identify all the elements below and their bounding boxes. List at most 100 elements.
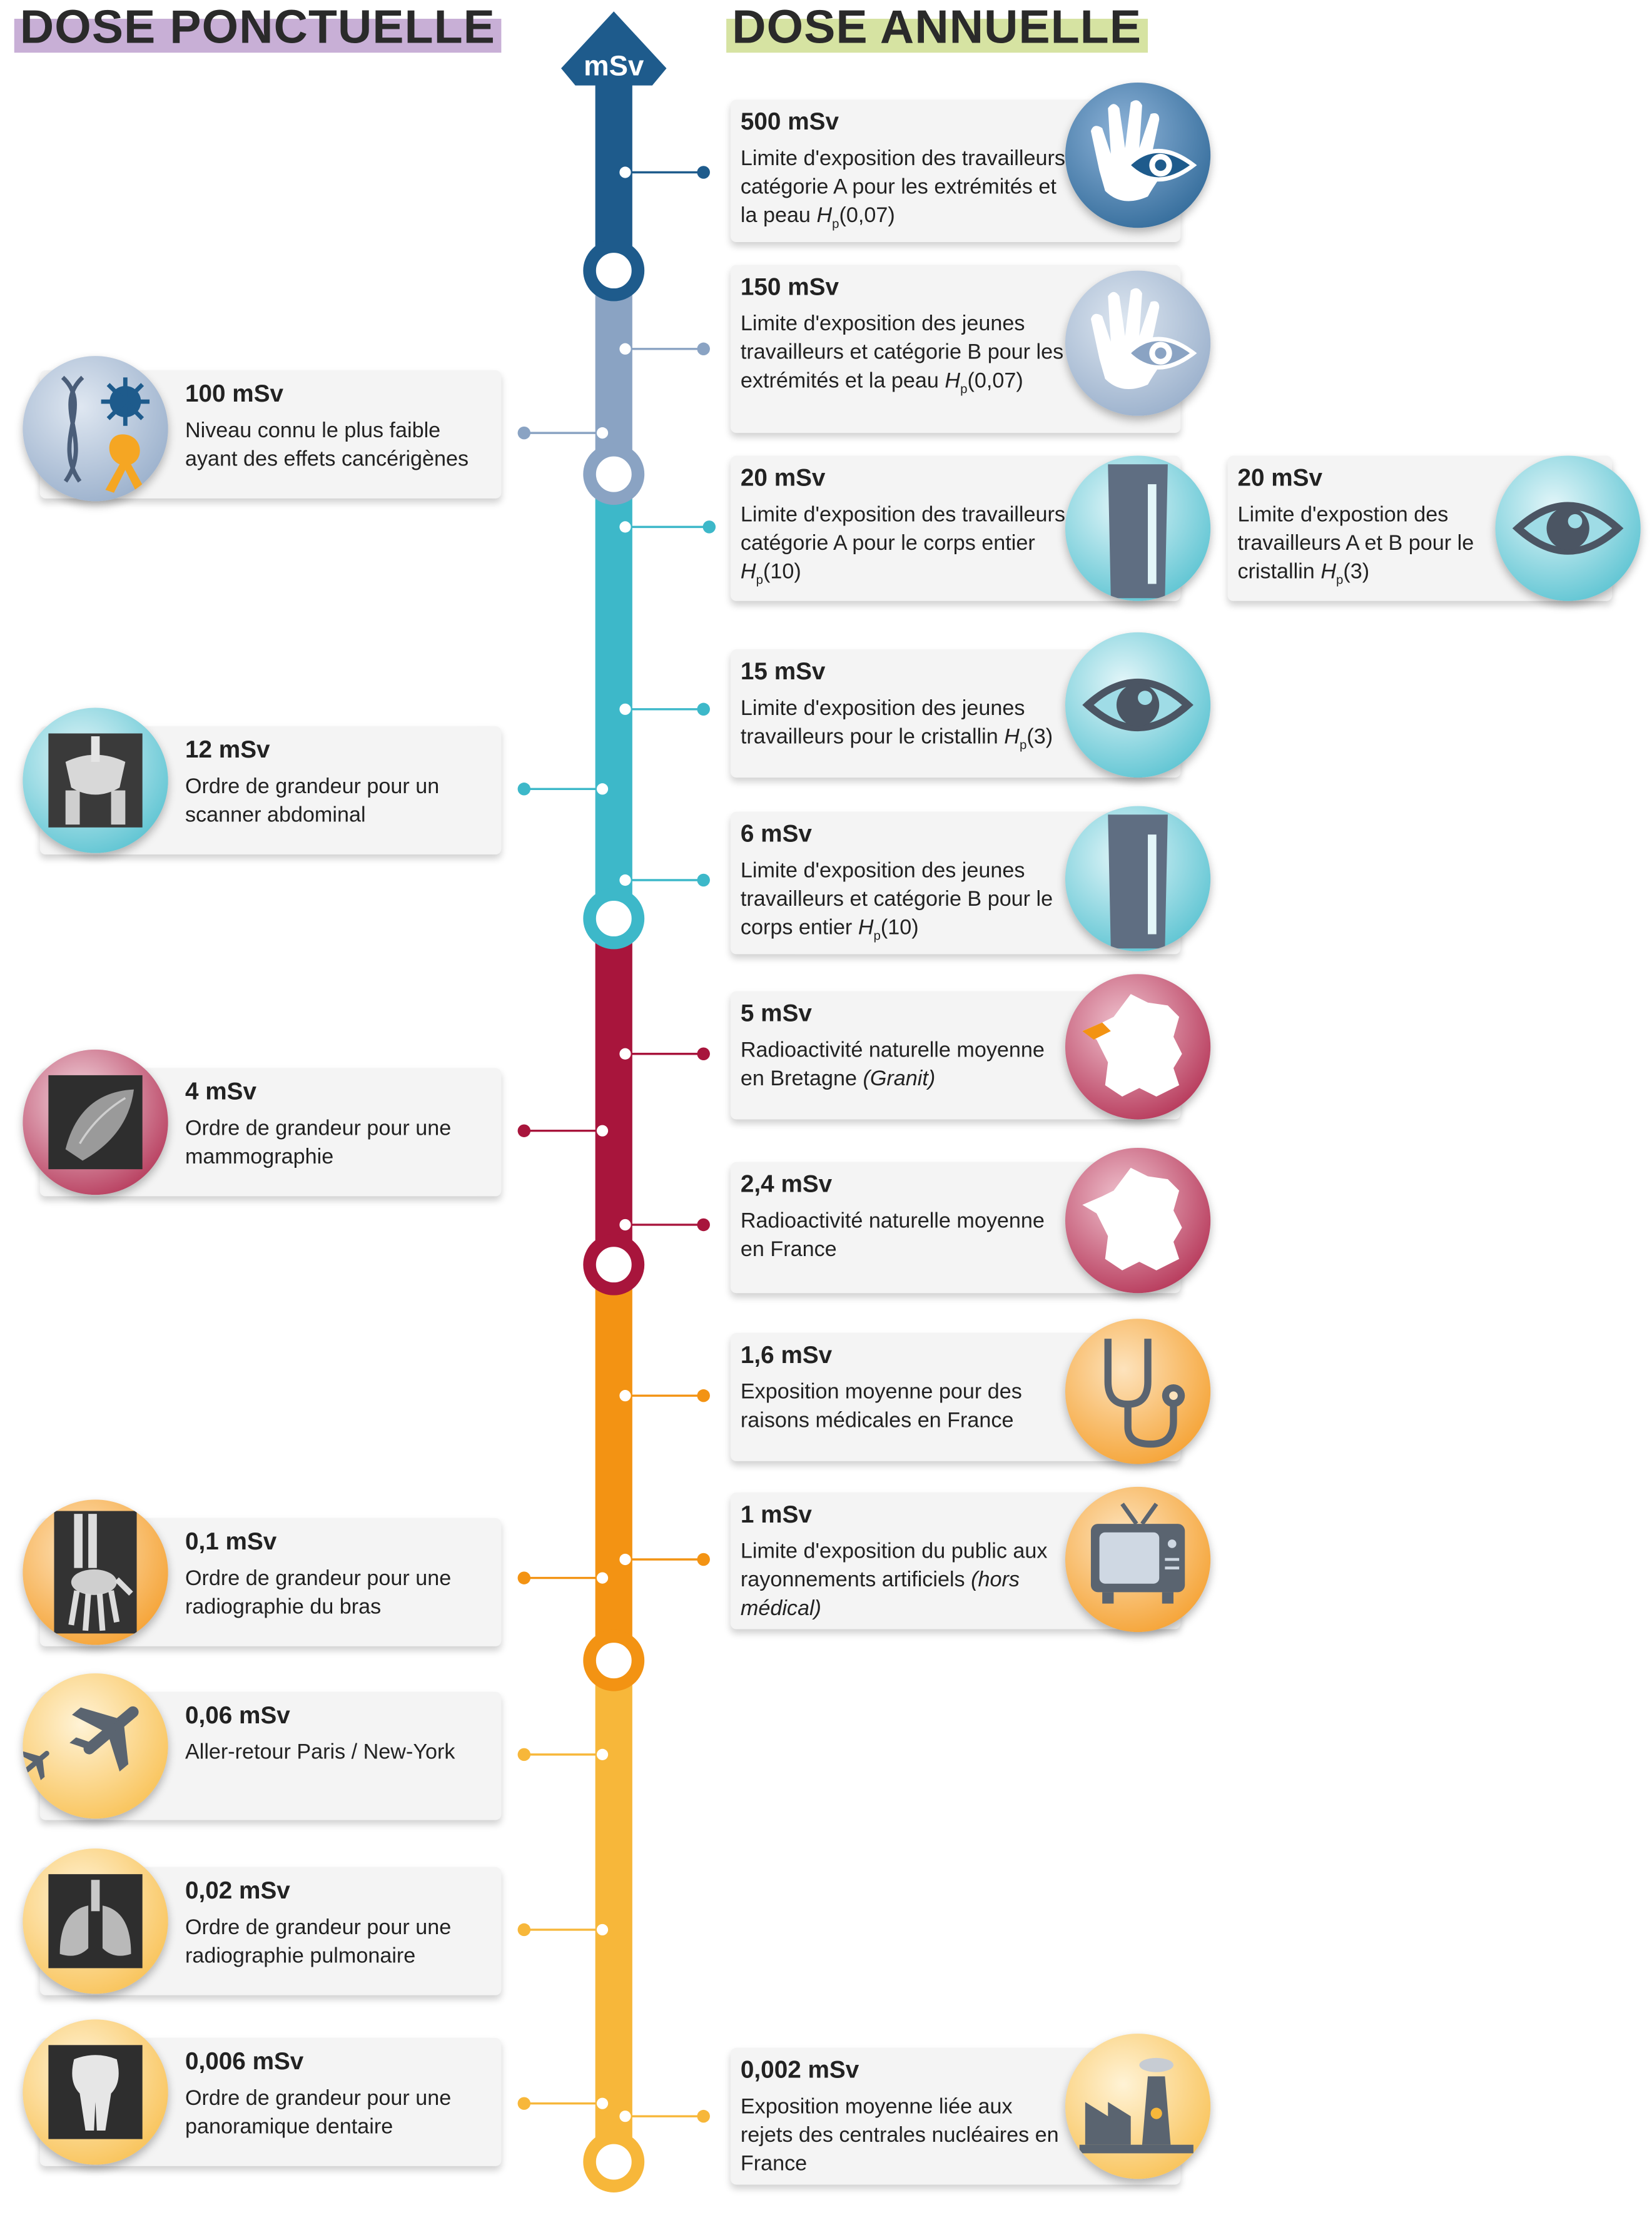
hp-depth: (3): [1343, 559, 1370, 584]
card-desc: Exposition moyenne liée aux rejets des c…: [740, 2095, 1059, 2176]
spine-segment: [595, 1264, 632, 1661]
card-connector: [619, 520, 716, 534]
scale-arrow-head: [561, 11, 667, 86]
card-connector: [619, 1218, 710, 1232]
spine-segment: [595, 474, 632, 919]
card-desc: Ordre de grandeur pour une radiographie …: [185, 1566, 452, 1619]
hp-symbol: H: [1004, 724, 1020, 749]
card-desc: Exposition moyenne pour des raisons médi…: [740, 1380, 1022, 1433]
card-desc: Radioactivité naturelle moyenne en Breta…: [740, 1038, 1045, 1091]
spine-segment: [595, 1660, 632, 2165]
hp-subscript: p: [756, 572, 763, 587]
card-value: 1,6 mSv: [740, 1341, 833, 1369]
card-value: 12 mSv: [185, 736, 270, 764]
hp-subscript: p: [832, 216, 839, 231]
card-connector: [517, 426, 609, 440]
hp-symbol: H: [740, 559, 756, 584]
stethoscope-icon: [1065, 1319, 1211, 1464]
card-value: 150 mSv: [740, 273, 839, 301]
hp-subscript: p: [960, 382, 968, 396]
card-desc: Aller-retour Paris / New-York: [185, 1740, 455, 1765]
arm-xray-icon: [23, 1499, 168, 1645]
card-value: 6 mSv: [740, 820, 812, 848]
card-desc: Limite d'exposition des travailleurs cat…: [740, 502, 1065, 555]
card-desc: Limite d'expostion des travailleurs A et…: [1237, 502, 1474, 584]
card-connector: [619, 702, 710, 716]
card-value: 0,02 mSv: [185, 1877, 290, 1904]
body-icon: [1065, 806, 1211, 951]
spine-ring: [583, 240, 645, 302]
card-desc: Ordre de grandeur pour un scanner abdomi…: [185, 774, 440, 828]
spine-ring: [583, 443, 645, 505]
hand-eye-icon: [1065, 270, 1211, 416]
header-dose-annuelle: DOSE ANNUELLE: [726, 3, 1148, 53]
card-desc: Radioactivité naturelle moyenne en Franc…: [740, 1209, 1045, 1262]
card-connector: [517, 783, 609, 796]
card-value: 4 mSv: [185, 1078, 257, 1105]
card-desc: Ordre de grandeur pour une radiographie …: [185, 1915, 452, 1969]
card-desc: Ordre de grandeur pour une mammographie: [185, 1116, 452, 1170]
card-value: 0,1 mSv: [185, 1528, 277, 1556]
card-desc: Limite d'exposition des jeunes travaille…: [740, 312, 1064, 393]
hp-subscript: p: [873, 928, 881, 943]
card-value: 5 mSv: [740, 1000, 812, 1027]
card-connector: [619, 873, 710, 887]
mammography-icon: [23, 1049, 168, 1195]
nuclear-plant-icon: [1065, 2034, 1211, 2179]
hp-depth: (10): [763, 559, 801, 584]
hp-depth: (0,07): [839, 203, 895, 228]
hp-symbol: H: [945, 368, 961, 393]
card-connector: [517, 1923, 609, 1937]
card-connector: [619, 1389, 710, 1402]
card-value: 15 mSv: [740, 657, 826, 686]
hp-depth: (10): [880, 915, 919, 940]
card-value: 0,06 mSv: [185, 1701, 290, 1729]
card-desc: Limite d'exposition des jeunes travaille…: [740, 858, 1053, 940]
card-value: 20 mSv: [1237, 464, 1323, 492]
card-value: 100 mSv: [185, 380, 284, 408]
card-connector: [517, 2097, 609, 2110]
card-note: (Granit): [863, 1067, 936, 1091]
hp-subscript: p: [1019, 737, 1027, 753]
header-dose-ponctuelle: DOSE PONCTUELLE: [14, 3, 502, 53]
card-desc: Niveau connu le plus faible ayant des ef…: [185, 418, 469, 472]
hp-symbol: H: [858, 915, 874, 940]
hp-symbol: H: [1320, 559, 1337, 584]
eye-icon: [1065, 632, 1211, 778]
card-connector: [619, 166, 710, 179]
scale-unit-label: mSv: [584, 50, 644, 82]
hand-eye-icon: [1065, 83, 1211, 228]
card-connector: [619, 1553, 710, 1566]
tooth-xray-icon: [23, 2019, 168, 2165]
hp-subscript: p: [1336, 572, 1344, 587]
dna-virus-ribbon-icon: [23, 356, 168, 502]
tv-icon: [1065, 1486, 1211, 1633]
card-desc: Ordre de grandeur pour une panoramique d…: [185, 2086, 452, 2139]
card-connector: [517, 1571, 609, 1584]
hp-symbol: H: [816, 203, 833, 228]
card-desc: Limite d'exposition des jeunes travaille…: [740, 696, 1025, 749]
card-note: (hors médical): [740, 1568, 1020, 1621]
card-value: 1 mSv: [740, 1501, 812, 1528]
airplane-icon: [23, 1673, 168, 1819]
card-value: 0,002 mSv: [740, 2056, 859, 2084]
pelvis-xray-icon: [23, 707, 168, 853]
eye-icon: [1495, 455, 1641, 601]
body-icon: [1065, 455, 1211, 601]
hp-depth: (3): [1026, 724, 1053, 749]
card-connector: [517, 1124, 609, 1137]
spine-ring: [583, 1630, 645, 1691]
spine-ring: [583, 1234, 645, 1295]
card-value: 2,4 mSv: [740, 1170, 833, 1198]
france-map-icon: [1065, 1148, 1211, 1294]
france-brittany-map-icon: [1065, 974, 1211, 1120]
card-connector: [517, 1748, 609, 1761]
card-desc: Limite d'exposition des travailleurs cat…: [740, 146, 1065, 228]
spine-ring: [583, 888, 645, 950]
card-value: 500 mSv: [740, 108, 839, 136]
hp-depth: (0,07): [967, 368, 1023, 393]
lungs-xray-icon: [23, 1848, 168, 1994]
card-value: 20 mSv: [740, 464, 826, 492]
